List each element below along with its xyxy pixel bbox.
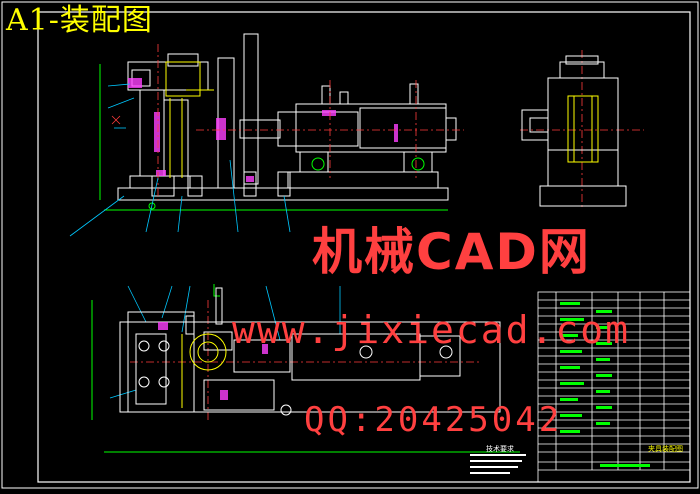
- side-view: [521, 55, 627, 207]
- annotations: [69, 83, 341, 399]
- parts-list-text-marks: [560, 302, 650, 467]
- watermark-site-name: 机械CAD网: [312, 223, 591, 281]
- top-view-circles: [138, 340, 453, 416]
- front-view-hidden: [165, 61, 214, 178]
- notes-title: 技术要求: [486, 445, 514, 453]
- center-lines: [130, 44, 644, 420]
- side-view-hidden: [567, 95, 599, 163]
- dimension-marks: [91, 64, 520, 453]
- watermark-url: www.jixiecad.com: [232, 308, 631, 352]
- front-view: [117, 33, 457, 201]
- front-view-hatch: [128, 78, 398, 182]
- crosshair-icon: [111, 115, 121, 125]
- top-view-hatch: [158, 322, 268, 400]
- title-block-name: 夹具装配图: [648, 445, 683, 453]
- top-view: [119, 287, 501, 413]
- parts-list: [537, 291, 691, 483]
- top-view-hidden: [181, 333, 227, 408]
- notes-lines: [470, 454, 526, 474]
- drawing-title: A1-装配图: [6, 3, 153, 38]
- drawing-frame: [37, 11, 691, 483]
- watermark-qq: QQ:20425042: [304, 400, 563, 440]
